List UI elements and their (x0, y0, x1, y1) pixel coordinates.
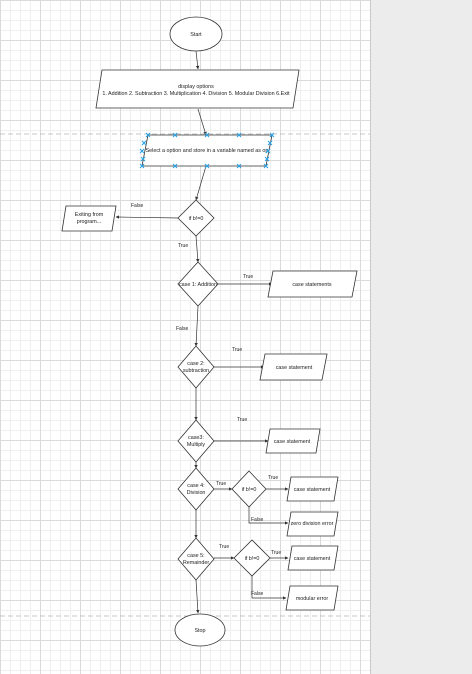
case5-decision[interactable]: case 5: Remainder (177, 537, 215, 581)
case5-statement-label: case statement (294, 556, 331, 562)
case4-decision[interactable]: case 4: Division (177, 467, 215, 511)
edge-label-false: False (176, 326, 188, 332)
start-node[interactable]: Start (169, 16, 223, 52)
case3-statement-node[interactable]: case statement (265, 428, 321, 454)
edge-label-true: True (271, 550, 281, 556)
case2-statement-label: case statement (276, 365, 313, 371)
selection-handle[interactable] (140, 156, 146, 162)
case1-label: case 1: Addition (179, 282, 217, 288)
selection-handle[interactable] (264, 156, 270, 162)
stop-node[interactable]: Stop (174, 613, 226, 647)
case1-statement-label: case statements (292, 282, 332, 288)
edge-case5-stop[interactable] (195, 579, 200, 614)
display-options-node[interactable]: display options 1. Addition 2. Subtracti… (95, 69, 300, 109)
start-label: Start (190, 32, 202, 38)
case5-label-line2: Remainder (183, 560, 210, 566)
case5-label-line1: case 5: (187, 553, 204, 559)
if-b-decision[interactable]: if b!=0 (177, 199, 215, 237)
case4-statement-label: case statement (294, 487, 331, 493)
case4-label-line1: case 4: (187, 483, 204, 489)
edge-label-true: True (219, 544, 229, 550)
edge-if5-moderr[interactable] (251, 576, 287, 600)
edge-label-true: True (232, 347, 242, 353)
case4-if-decision[interactable]: if b!=0 (231, 470, 267, 508)
edge-label-true: True (268, 475, 278, 481)
selection-handles[interactable] (139, 132, 275, 169)
selection-handle[interactable] (141, 140, 147, 146)
exiting-label-line2: program... (77, 219, 102, 225)
case3-label-line2: Multiply (187, 442, 206, 448)
edge-case1-case2[interactable] (194, 305, 199, 347)
case4-if-label: if b!=0 (242, 487, 257, 493)
case2-decision[interactable]: case 2: subtraction (177, 345, 215, 389)
case1-statement-node[interactable]: case statements (267, 270, 358, 298)
edge-label-true: True (178, 243, 188, 249)
stop-label: Stop (194, 628, 205, 634)
select-option-node[interactable]: Select a option and store in a variable … (139, 132, 275, 169)
select-option-label: Select a option and store in a variable … (146, 148, 269, 154)
edge-ifb-case1[interactable] (195, 235, 200, 263)
edge-label-true: True (216, 481, 226, 487)
case1-decision[interactable]: case 1: Addition (177, 261, 219, 307)
edge-label-false: False (251, 517, 263, 523)
selection-handle[interactable] (236, 132, 242, 138)
edge-select-ifb[interactable] (195, 165, 207, 201)
edge-label-false: False (131, 203, 143, 209)
edge-display-select[interactable] (197, 108, 207, 136)
selection-handle[interactable] (236, 163, 242, 169)
edge-label-true: True (237, 417, 247, 423)
selection-handle[interactable] (145, 132, 151, 138)
selection-handle[interactable] (204, 163, 210, 169)
modular-error-label: modular error (296, 596, 329, 602)
if-b-label: if b!=0 (189, 216, 204, 222)
case2-statement-node[interactable]: case statement (259, 353, 328, 381)
display-title: display options (178, 84, 214, 90)
case5-if-label: if b!=0 (245, 556, 260, 562)
edge-if4-zerodiv[interactable] (248, 507, 289, 525)
edge-label-false: False (251, 591, 263, 597)
zero-division-label: zero division error (291, 521, 334, 527)
case5-if-decision[interactable]: if b!=0 (233, 539, 271, 577)
case3-label-line1: case3: (188, 435, 204, 441)
selection-handle[interactable] (139, 148, 145, 154)
edge-ifb-exiting[interactable] (115, 215, 179, 219)
diagram-canvas[interactable]: False True True False True True True Tru… (0, 0, 370, 674)
flowchart: False True True False True True True Tru… (0, 16, 370, 647)
selection-handle[interactable] (204, 132, 210, 138)
exiting-label-line1: Exiting from (75, 212, 104, 218)
zero-division-node[interactable]: zero division error (286, 511, 339, 537)
case5-statement-node[interactable]: case statement (287, 545, 339, 571)
selection-handle[interactable] (265, 148, 271, 154)
display-options-text: 1. Addition 2. Subtraction 3. Multiplica… (102, 91, 290, 97)
selection-handle[interactable] (263, 163, 269, 169)
edge-start-display[interactable] (195, 50, 200, 70)
case2-label-line2: subtraction (183, 368, 209, 374)
exiting-node[interactable]: Exiting from program... (61, 205, 117, 232)
selection-handle[interactable] (269, 132, 275, 138)
side-panel[interactable] (370, 0, 472, 674)
selection-handle[interactable] (172, 132, 178, 138)
case3-statement-label: case statement (274, 439, 311, 445)
case2-label-line1: case 2: (187, 361, 204, 367)
case4-label-line2: Division (187, 490, 206, 496)
modular-error-node[interactable]: modular error (285, 585, 339, 611)
selection-handle[interactable] (139, 163, 145, 169)
case4-statement-node[interactable]: case statement (286, 476, 339, 502)
case3-decision[interactable]: case3: Multiply (177, 419, 215, 463)
selection-handle[interactable] (172, 163, 178, 169)
selection-handle[interactable] (267, 140, 273, 146)
edge-label-true: True (243, 274, 253, 280)
